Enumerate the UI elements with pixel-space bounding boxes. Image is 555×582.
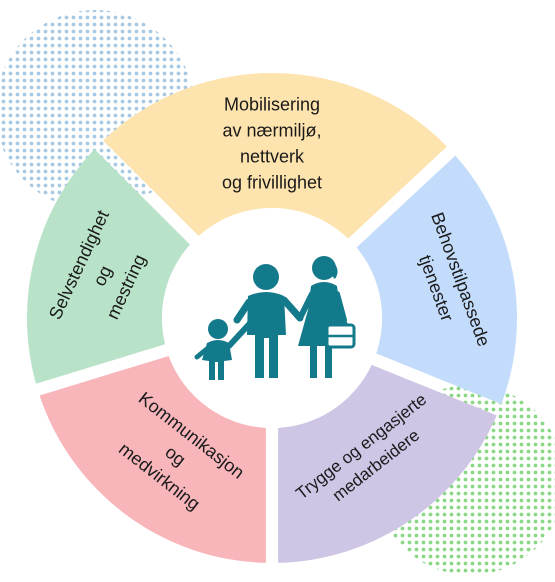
segment-right [356,155,517,405]
segment-left [27,149,191,384]
segment-top [103,73,447,239]
segment-label-line: av nærmiljø, [222,120,321,140]
family-icon [194,256,356,380]
segment-label-line: og frivillighet [222,172,322,192]
segment-label-line: nettverk [240,146,305,166]
segment-label-line: Mobilisering [224,94,320,114]
segments-group: Mobilisering av nærmiljø, nettverk og frivi… [27,73,517,563]
segment-bottom-left [39,355,266,563]
segment-label-top: Mobilisering av nærmiljø, nettverk og frivi… [222,94,322,192]
segment-bottom-right [278,364,497,563]
